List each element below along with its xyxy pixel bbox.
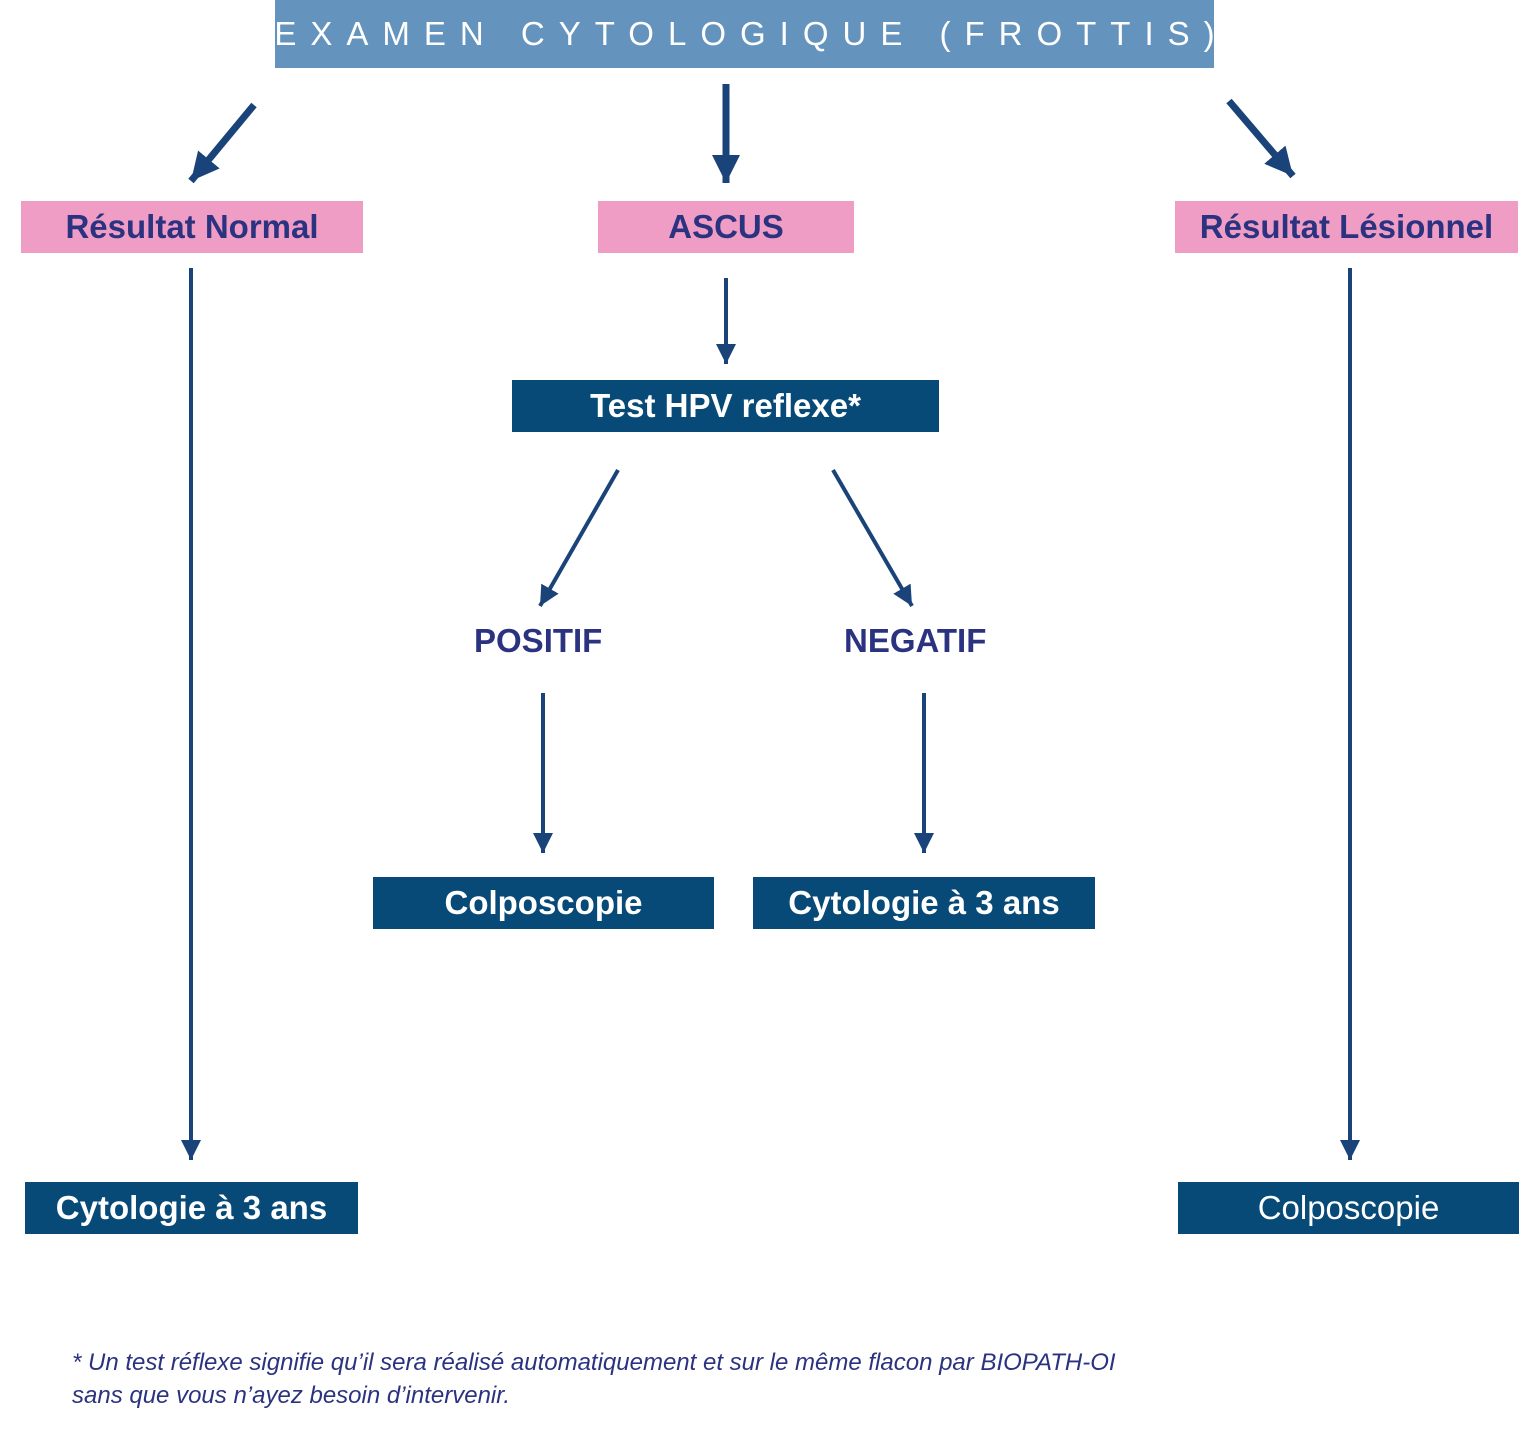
footnote: * Un test réflexe signifie qu’il sera ré…: [72, 1346, 1272, 1412]
footnote-line-2: sans que vous n’ayez besoin d’intervenir…: [72, 1382, 511, 1409]
footnote-line-1: * Un test réflexe signifie qu’il sera ré…: [72, 1349, 1116, 1376]
arrow-hpv-to-positive: [538, 469, 620, 607]
negative-action-box: Cytologie à 3 ans: [753, 877, 1095, 929]
arrow-header-to-normal: [188, 102, 257, 184]
result-ascus-box: ASCUS: [598, 201, 854, 253]
outcome-negative-label: NEGATIF: [844, 622, 987, 659]
lesionnel-action-box: Colposcopie: [1178, 1182, 1519, 1234]
hpv-test-box: Test HPV reflexe*: [512, 380, 939, 432]
result-normal-box: Résultat Normal: [21, 201, 363, 253]
positive-action-box: Colposcopie: [373, 877, 714, 929]
result-lesionnel-box: Résultat Lésionnel: [1175, 201, 1518, 253]
arrow-header-to-lesionnel: [1226, 98, 1296, 179]
normal-action-box: Cytologie à 3 ans: [25, 1182, 358, 1234]
outcome-positive-label: POSITIF: [474, 622, 603, 659]
header-title: EXAMEN CYTOLOGIQUE (FROTTIS): [274, 0, 1215, 68]
arrow-hpv-to-negative: [831, 468, 914, 608]
